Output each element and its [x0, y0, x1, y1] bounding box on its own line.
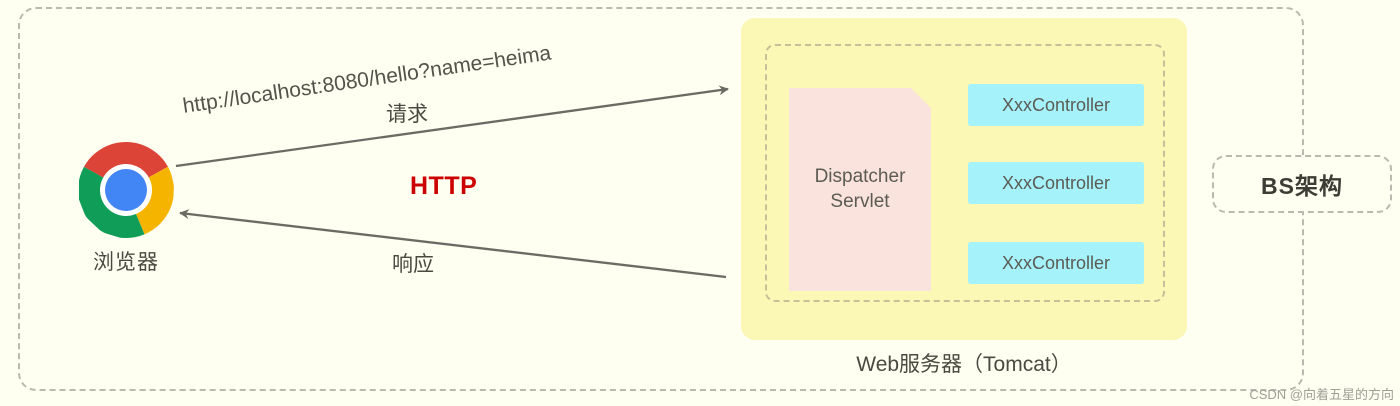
controller-node: XxxController [968, 242, 1144, 284]
bs-architecture-badge: BS架构 [1212, 155, 1392, 213]
watermark: CSDN @向着五星的方向 [1249, 387, 1394, 402]
http-protocol-label: HTTP [410, 172, 478, 200]
web-server-caption: Web服务器（Tomcat） [856, 353, 1072, 376]
controller-label: XxxController [1001, 252, 1111, 273]
controller-node: XxxController [968, 84, 1144, 126]
spring-mvc-region [765, 44, 1165, 302]
controller-label: XxxController [1001, 94, 1111, 115]
request-label: 请求 [386, 103, 428, 126]
controller-node: XxxController [968, 162, 1144, 204]
controller-label: XxxController [1001, 172, 1111, 193]
chrome-blue-center [105, 169, 147, 211]
dispatcher-servlet-label: Dispatcher Servlet [814, 166, 906, 212]
bs-architecture-label: BS架构 [1261, 173, 1343, 199]
browser-client: 浏览器 [72, 142, 180, 276]
browser-label: 浏览器 [93, 251, 159, 274]
response-label: 响应 [392, 253, 434, 276]
dispatcher-servlet-node: Dispatcher Servlet [789, 88, 931, 291]
chrome-browser-icon [78, 142, 174, 238]
